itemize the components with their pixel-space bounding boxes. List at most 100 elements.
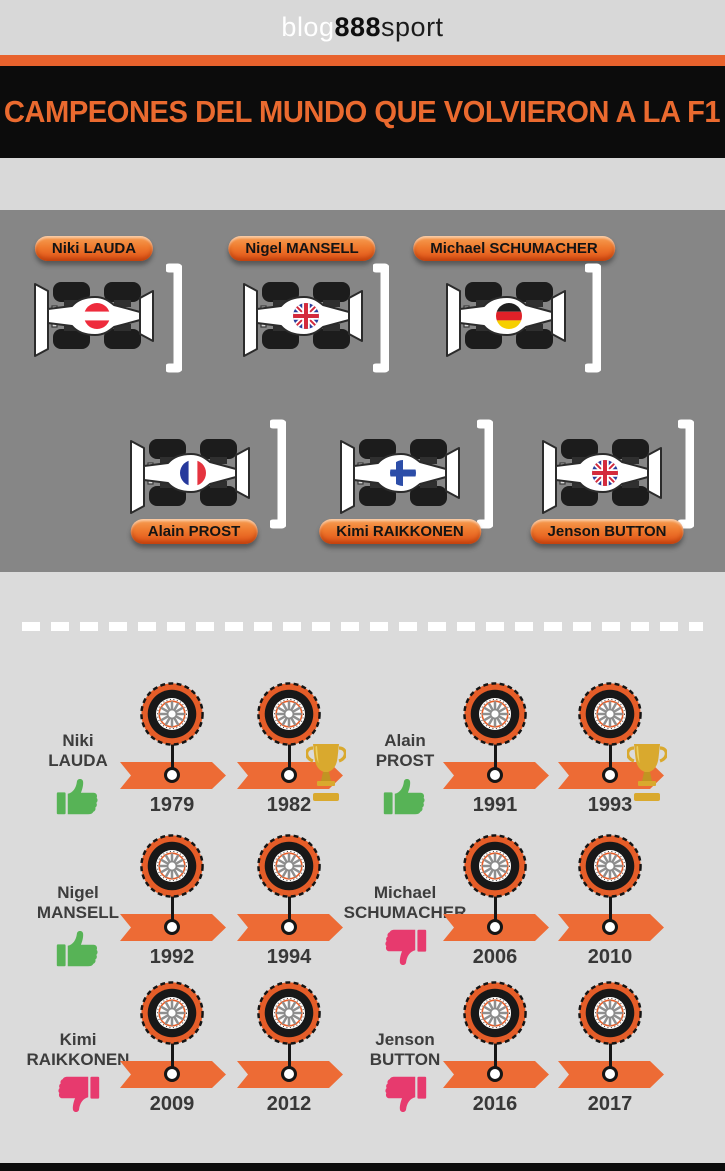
page-title: CAMPEONES DEL MUNDO QUE VOLVIERON A LA F…	[4, 94, 721, 129]
year-label: 1993	[587, 794, 633, 816]
timeline-dot	[281, 767, 297, 783]
tire-icon	[140, 834, 204, 898]
year-label: 2010	[587, 946, 633, 968]
year-column: 2006	[443, 833, 549, 985]
tire-icon	[578, 834, 642, 898]
timeline-stem	[287, 893, 291, 928]
trophy-icon	[306, 743, 346, 801]
driver-pill: Kimi RAIKKONEN	[319, 519, 481, 544]
thumbs-up-icon	[383, 779, 425, 815]
timeline-stem	[287, 1040, 291, 1075]
timeline-stem	[493, 893, 497, 928]
year-label: 1991	[472, 794, 518, 816]
year-column: 1994	[237, 833, 343, 985]
blog888sport-logo: blog888sport	[281, 12, 443, 43]
year-column: 2010	[558, 833, 664, 985]
year-label: 1982	[266, 794, 312, 816]
timeline-dot	[487, 919, 503, 935]
year-label: 2016	[472, 1093, 518, 1115]
tire-icon	[578, 682, 642, 746]
year-label: 2017	[587, 1093, 633, 1115]
germany-flag-icon	[496, 303, 522, 329]
logo-888: 888	[334, 12, 382, 42]
year-label: 1994	[266, 946, 312, 968]
bracket-icon	[678, 418, 694, 530]
f1-car-icon	[446, 281, 566, 357]
timeline-stem	[608, 893, 612, 928]
f1-car-icon	[243, 281, 363, 357]
year-column: 1992	[120, 833, 226, 985]
gap-strip	[0, 158, 725, 210]
timeline-stem	[170, 741, 174, 776]
driver-pill: Niki LAUDA	[34, 236, 154, 261]
thumbs-down-icon	[58, 1076, 100, 1113]
timeline-stem	[608, 741, 612, 776]
uk-flag-icon	[592, 460, 618, 486]
timeline-dot	[602, 767, 618, 783]
footer-bar	[0, 1163, 725, 1171]
france-flag-icon	[180, 460, 206, 486]
timeline-dot	[281, 919, 297, 935]
finland-flag-icon	[390, 460, 416, 486]
year-column: 2017	[558, 980, 664, 1132]
tire-icon	[140, 981, 204, 1045]
timeline-dot	[487, 1066, 503, 1082]
year-label: 2012	[266, 1093, 312, 1115]
year-column: 1993	[558, 681, 667, 833]
dashed-divider	[22, 622, 703, 631]
tire-icon	[257, 834, 321, 898]
thumbs-down-icon	[385, 929, 427, 966]
tire-icon	[140, 682, 204, 746]
f1-car-icon	[542, 438, 662, 514]
tire-icon	[257, 682, 321, 746]
timeline-dot	[602, 1066, 618, 1082]
bracket-icon	[166, 262, 182, 374]
bracket-icon	[585, 262, 601, 374]
driver-pill: Jenson BUTTON	[530, 519, 684, 544]
year-label: 1979	[149, 794, 195, 816]
bracket-icon	[477, 418, 493, 530]
year-column: 1991	[443, 681, 549, 833]
timeline-dot	[281, 1066, 297, 1082]
year-column: 1982	[237, 681, 346, 833]
timeline-stem	[287, 741, 291, 776]
year-column: 2012	[237, 980, 343, 1132]
timeline-dot	[487, 767, 503, 783]
thumbs-up-icon	[56, 779, 98, 815]
tire-icon	[578, 981, 642, 1045]
bracket-icon	[373, 262, 389, 374]
timeline-dot	[164, 1066, 180, 1082]
timeline-dot	[164, 767, 180, 783]
timeline-dot	[164, 919, 180, 935]
thumbs-up-icon	[56, 931, 98, 967]
year-label: 1992	[149, 946, 195, 968]
tire-icon	[463, 834, 527, 898]
orange-divider	[0, 55, 725, 66]
driver-pill: Nigel MANSELL	[228, 236, 376, 261]
cars-section: Niki LAUDA Nigel MANSELL Michael SCHUMAC…	[0, 210, 725, 572]
timeline-stem	[170, 893, 174, 928]
f1-car-icon	[34, 281, 154, 357]
tire-icon	[463, 981, 527, 1045]
f1-car-icon	[130, 438, 250, 514]
logo-blog: blog	[281, 12, 335, 42]
timeline-stem	[170, 1040, 174, 1075]
bracket-icon	[270, 418, 286, 530]
trophy-icon	[627, 743, 667, 801]
year-column: 1979	[120, 681, 226, 833]
header: blog888sport	[0, 0, 725, 55]
f1-car-icon	[340, 438, 460, 514]
uk-flag-icon	[293, 303, 319, 329]
driver-pill: Alain PROST	[130, 519, 258, 544]
